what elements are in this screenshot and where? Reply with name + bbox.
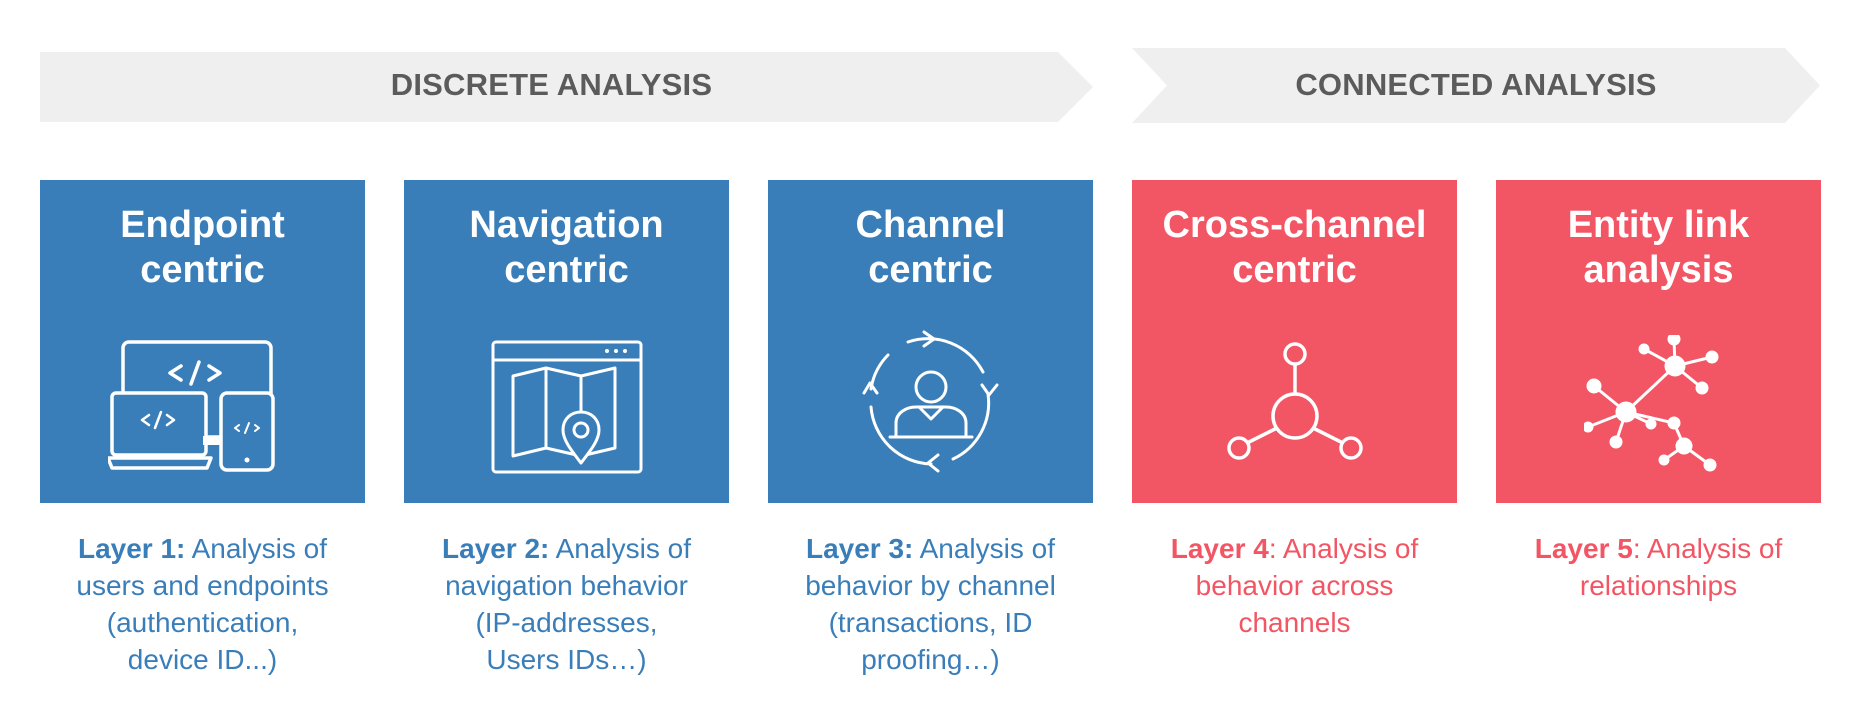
layer-label: Layer 1: xyxy=(77,533,186,564)
card-title: Entity link analysis xyxy=(1567,204,1750,291)
card-endpoint-centric: Endpoint centric xyxy=(40,180,365,503)
browser-map-pin-icon xyxy=(491,340,642,474)
layer-label: Layer 5 xyxy=(1534,533,1633,564)
layer-2-description: Layer 2: Analysis of navigation behavior… xyxy=(441,533,692,675)
card-cross-channel-centric: Cross-channel centric xyxy=(1132,180,1457,503)
user-cycle-icon xyxy=(862,330,998,473)
discrete-analysis-banner: DISCRETE ANALYSIS xyxy=(40,52,1093,122)
card-channel-centric: Channel centric xyxy=(768,180,1093,503)
card-navigation-centric: Navigation centric xyxy=(404,180,729,503)
layer-4-description: Layer 4: Analysis of behavior across cha… xyxy=(1170,533,1419,638)
layer-3-description: Layer 3: Analysis of behavior by channel… xyxy=(805,533,1056,675)
layer-label: Layer 4 xyxy=(1170,533,1269,564)
hub-nodes-icon xyxy=(1226,342,1363,460)
layer-label: Layer 2: xyxy=(441,533,550,564)
card-title: Navigation centric xyxy=(469,204,664,291)
card-title: Cross-channel centric xyxy=(1162,204,1427,291)
layer-5-description: Layer 5: Analysis of relationships xyxy=(1534,533,1783,601)
discrete-analysis-label: DISCRETE ANALYSIS xyxy=(390,67,713,102)
connected-analysis-banner: CONNECTED ANALYSIS xyxy=(1132,48,1820,123)
card-title: Channel centric xyxy=(855,204,1006,291)
layer-1-description: Layer 1: Analysis of users and endpoints… xyxy=(76,533,329,675)
card-title: Endpoint centric xyxy=(120,204,285,291)
layer-label: Layer 3: xyxy=(805,533,914,564)
network-graph-icon xyxy=(1583,335,1718,472)
connected-analysis-label: CONNECTED ANALYSIS xyxy=(1295,66,1657,102)
devices-code-icon xyxy=(107,340,275,472)
card-entity-link-analysis: Entity link analysis xyxy=(1496,180,1821,503)
